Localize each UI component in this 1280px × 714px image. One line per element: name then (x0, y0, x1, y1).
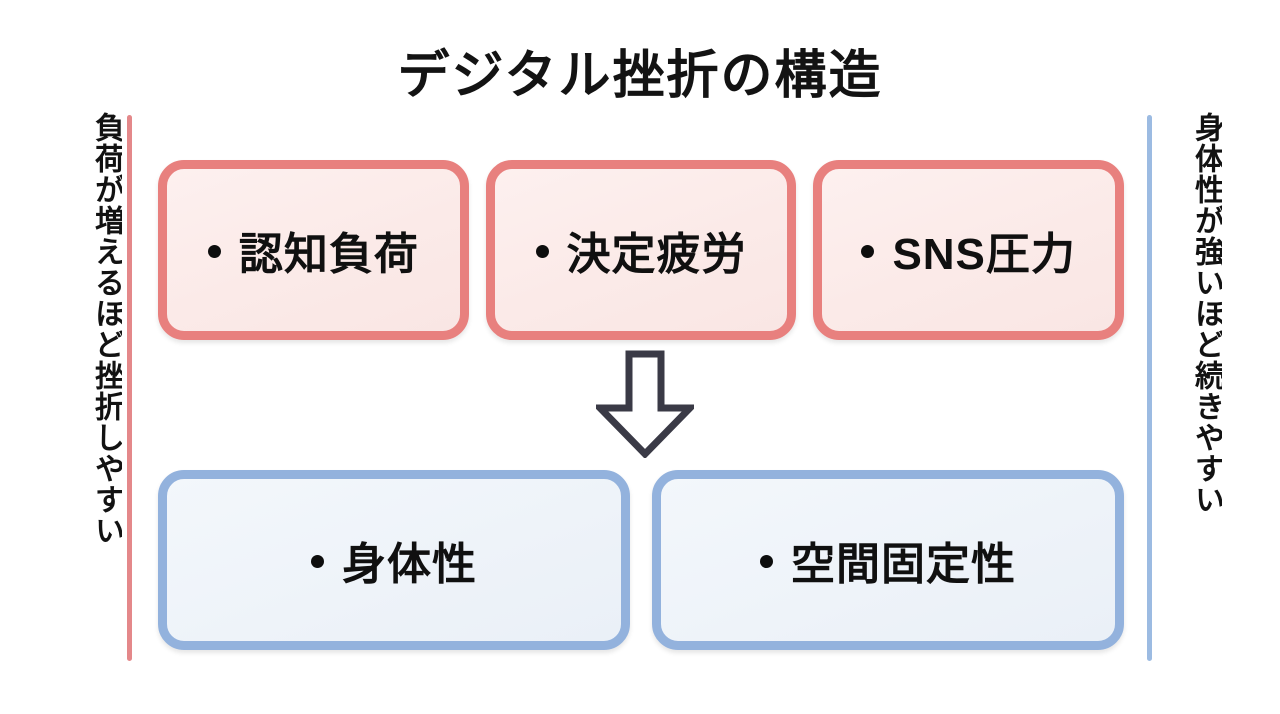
bullet-dot-icon (861, 244, 875, 258)
load-factor-row: 認知負荷 決定疲労 SNS圧力 (158, 160, 1125, 340)
right-accent-rule (1147, 115, 1152, 661)
node-label: SNS圧力 (892, 230, 1076, 279)
embodiment-factor-row: 身体性 空間固定性 (158, 470, 1124, 650)
right-side-caption: 身体性が強いほど続きやすい (1190, 112, 1222, 515)
down-arrow-icon (596, 350, 694, 458)
left-side-caption: 負荷が増えるほど挫折しやすい (90, 112, 122, 546)
node-label: 空間固定性 (791, 540, 1016, 589)
bullet-dot-icon (760, 554, 773, 568)
left-accent-rule (127, 115, 132, 661)
node-label: 認知負荷 (238, 230, 419, 279)
node-cognitive-load[interactable]: 認知負荷 (158, 160, 469, 340)
node-decision-fatigue[interactable]: 決定疲労 (485, 160, 797, 340)
node-label: 決定疲労 (566, 230, 747, 279)
node-sns-pressure[interactable]: SNS圧力 (813, 160, 1125, 340)
node-label: 身体性 (342, 540, 477, 589)
node-spatial-fixity[interactable]: 空間固定性 (652, 470, 1124, 650)
bullet-dot-icon (311, 554, 324, 568)
page-title: デジタル挫折の構造 (397, 47, 883, 105)
bullet-dot-icon (535, 244, 549, 258)
bullet-dot-icon (207, 244, 221, 258)
node-embodiment[interactable]: 身体性 (158, 470, 630, 650)
